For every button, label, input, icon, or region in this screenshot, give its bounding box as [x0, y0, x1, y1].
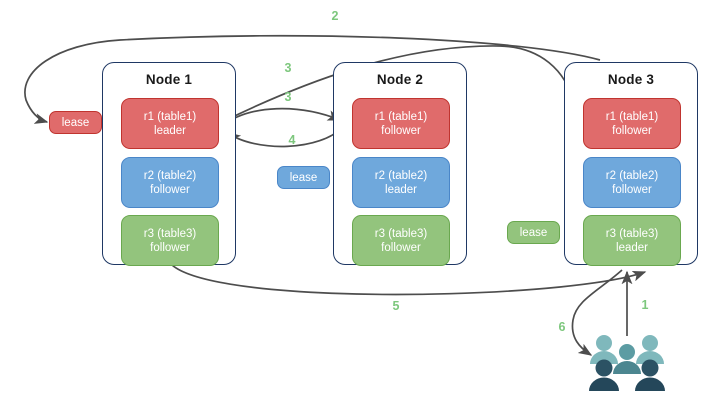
step-label-5-text: 5 — [392, 299, 400, 313]
node-1[interactable]: Node 1 r1 (table1) leader r2 (table2) fo… — [102, 62, 236, 266]
arrow-3-upper — [221, 45, 577, 123]
step-label-2-text: 2 — [331, 9, 339, 23]
arrow-3-lower — [221, 107, 342, 127]
node-1-replica-r1-line1: r1 (table1) — [143, 110, 197, 123]
node-2-title: Node 2 — [376, 72, 424, 87]
node-2[interactable]: Node 2 r1 (table1) follower r2 (table2) … — [333, 62, 467, 266]
node-1-replica-r3-line2: follower — [150, 241, 190, 254]
node-3-replica-r1-line2: follower — [612, 124, 652, 137]
step-label-5: 5 — [387, 299, 405, 313]
node-3-replica-r1[interactable]: r1 (table1) follower — [583, 98, 681, 149]
node-1-replica-r2-line1: r2 (table2) — [143, 169, 197, 182]
lease-table1[interactable]: lease — [49, 111, 102, 134]
node-3[interactable]: Node 3 r1 (table1) follower r2 (table2) … — [564, 62, 698, 266]
people-glyph — [589, 335, 665, 391]
lease-table1-label: lease — [61, 116, 90, 129]
step-label-6-text: 6 — [558, 320, 566, 334]
node-3-replica-r2-line2: follower — [612, 183, 652, 196]
step-label-4-text: 4 — [288, 133, 296, 147]
node-3-replica-r2-line1: r2 (table2) — [605, 169, 659, 182]
step-label-4: 4 — [283, 133, 301, 147]
node-3-replica-r3[interactable]: r3 (table3) leader — [583, 215, 681, 266]
clients-group-icon[interactable] — [588, 334, 666, 396]
lease-table3[interactable]: lease — [507, 221, 560, 244]
lease-table2-label: lease — [289, 171, 318, 184]
node-2-replica-r1[interactable]: r1 (table1) follower — [352, 98, 450, 149]
step-label-2: 2 — [326, 9, 344, 23]
node-2-replica-r3-line2: follower — [381, 241, 421, 254]
arrow-6 — [571, 269, 623, 356]
node-2-replica-r1-line1: r1 (table1) — [374, 110, 428, 123]
arrow-2 — [24, 34, 601, 124]
node-3-replica-r2[interactable]: r2 (table2) follower — [583, 157, 681, 208]
node-2-replica-r2-line1: r2 (table2) — [374, 169, 428, 182]
node-3-replica-r1-line1: r1 (table1) — [605, 110, 659, 123]
lease-table3-label: lease — [519, 226, 548, 239]
node-1-replica-r3[interactable]: r3 (table3) follower — [121, 215, 219, 266]
node-1-replica-r2[interactable]: r2 (table2) follower — [121, 157, 219, 208]
step-label-6: 6 — [553, 320, 571, 334]
step-label-3b-text: 3 — [284, 90, 292, 104]
node-2-replica-r2-line2: leader — [385, 183, 417, 196]
node-3-replica-r3-line1: r3 (table3) — [605, 227, 659, 240]
step-label-1-text: 1 — [641, 298, 649, 312]
step-label-3b: 3 — [279, 90, 297, 104]
node-2-replica-r3[interactable]: r3 (table3) follower — [352, 215, 450, 266]
node-3-replica-r3-line2: leader — [616, 241, 648, 254]
node-1-replica-r1-line2: leader — [154, 124, 186, 137]
lease-table2[interactable]: lease — [277, 166, 330, 189]
node-1-replica-r2-line2: follower — [150, 183, 190, 196]
step-label-3a: 3 — [279, 61, 297, 75]
node-3-title: Node 3 — [607, 72, 655, 87]
node-2-replica-r3-line1: r3 (table3) — [374, 227, 428, 240]
node-2-replica-r1-line2: follower — [381, 124, 421, 137]
arrow-5 — [171, 264, 647, 296]
node-1-replica-r1[interactable]: r1 (table1) leader — [121, 98, 219, 149]
node-2-replica-r2[interactable]: r2 (table2) leader — [352, 157, 450, 208]
step-label-1: 1 — [636, 298, 654, 312]
node-1-replica-r3-line1: r3 (table3) — [143, 227, 197, 240]
node-1-title: Node 1 — [145, 72, 193, 87]
step-label-3a-text: 3 — [284, 61, 292, 75]
